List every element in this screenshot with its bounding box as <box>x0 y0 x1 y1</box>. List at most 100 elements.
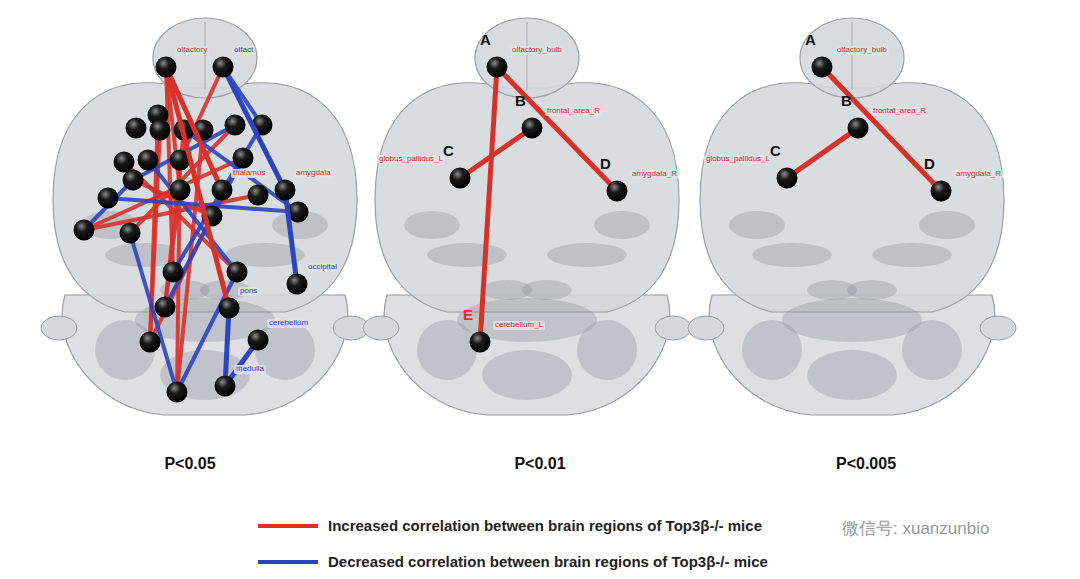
correlation-connector <box>481 78 497 331</box>
region-sphere <box>227 262 248 283</box>
tissue-shading <box>522 280 572 300</box>
region-sphere <box>486 56 508 78</box>
tissue-shading <box>847 280 897 300</box>
region-sphere <box>163 262 184 283</box>
correlation-line <box>84 158 243 230</box>
brain-region-node: Aolfactory_bulb <box>486 56 508 78</box>
correlation-connector <box>226 319 229 375</box>
legend-text: Decreased correlation between brain regi… <box>328 553 768 570</box>
region-sphere <box>247 329 269 351</box>
tissue-shading <box>417 320 477 380</box>
correlation-line <box>130 233 177 392</box>
tissue-shading <box>594 211 650 239</box>
legend-line-sample <box>256 557 320 567</box>
region-sphere <box>140 332 161 353</box>
correlation-line <box>177 272 237 392</box>
region-sphere <box>74 220 95 241</box>
region-sphere <box>286 273 308 295</box>
brain-region-node: Ecerebellum_L <box>469 331 491 353</box>
region-sphere <box>123 170 144 191</box>
brain-region-node: cerebellum <box>247 329 269 351</box>
olfactory-bulb-outline <box>475 18 579 98</box>
region-sphere <box>469 331 491 353</box>
region-name: amygdala_R <box>630 170 679 179</box>
tissue-shading <box>577 320 637 380</box>
olfactory-bulb-outline <box>800 18 904 98</box>
region-name: frontal_area_R <box>545 107 602 116</box>
tissue-shading <box>482 350 572 400</box>
legend-row: Decreased correlation between brain regi… <box>256 553 768 570</box>
region-name: globus_pallidus_L <box>377 155 445 164</box>
region-sphere <box>155 297 176 318</box>
tissue-shading <box>404 211 460 239</box>
brain-outline <box>41 18 369 415</box>
p-value-threshold: P<0.005 <box>836 455 896 473</box>
correlation-connector <box>796 134 849 171</box>
watermark: 微信号: xuanzunbio <box>842 517 989 540</box>
region-name: olfact <box>232 46 255 55</box>
legend-text: Increased correlation between brain regi… <box>328 517 762 534</box>
region-name: olfactory_bulb <box>835 46 889 55</box>
cerebrum-outline <box>53 83 357 312</box>
midline <box>205 22 206 90</box>
brain-region-node: Cglobus_pallidus_L <box>776 167 798 189</box>
flocculus <box>688 316 724 340</box>
legend-line-sample <box>256 521 320 531</box>
region-name: medulla <box>234 365 266 374</box>
region-sphere <box>155 56 177 78</box>
region-sphere <box>126 118 147 139</box>
flocculus <box>363 316 399 340</box>
brain-region-node: Bfrontal_area_R <box>847 117 869 139</box>
brain-region-node: thalamus <box>211 179 233 201</box>
p-value-threshold: P<0.05 <box>164 455 215 473</box>
tissue-shading <box>729 211 785 239</box>
region-name: globus_pallidus_L <box>704 155 772 164</box>
p-value-threshold: P<0.01 <box>514 455 565 473</box>
region-name: olfactory <box>175 46 209 55</box>
correlation-connector <box>469 134 523 171</box>
brain-region-node: Bfrontal_area_R <box>521 117 543 139</box>
node-letter: A <box>480 32 491 49</box>
brain-region-node: amygdala <box>274 179 296 201</box>
region-sphere <box>930 180 952 202</box>
flocculus <box>655 316 691 340</box>
region-sphere <box>150 120 171 141</box>
node-letter: D <box>600 156 611 173</box>
legend-row: Increased correlation between brain regi… <box>256 517 762 534</box>
hindbrain-outline <box>384 295 670 415</box>
region-sphere <box>233 148 254 169</box>
tissue-shading <box>427 243 507 267</box>
brain-region-node: occipital <box>286 273 308 295</box>
region-sphere <box>776 167 798 189</box>
tissue-shading <box>547 243 627 267</box>
region-sphere <box>521 117 543 139</box>
correlation-connector <box>286 201 295 273</box>
region-sphere <box>212 56 234 78</box>
node-letter: B <box>841 93 852 110</box>
tissue-shading <box>872 243 952 267</box>
tissue-shading <box>902 320 962 380</box>
region-name: occipital <box>306 263 339 272</box>
brain-region-node: olfactory <box>155 56 177 78</box>
region-sphere <box>606 180 628 202</box>
hindbrain-outline <box>709 295 995 415</box>
region-name: cerebellum <box>267 319 310 328</box>
region-name: olfactory_bulb <box>510 46 564 55</box>
node-letter: B <box>515 93 526 110</box>
correlation-connector <box>830 75 934 183</box>
region-name: pons <box>238 287 259 296</box>
region-sphere <box>214 375 236 397</box>
flocculus <box>41 316 77 340</box>
region-name: frontal_area_R <box>871 107 928 116</box>
node-letter: D <box>924 156 935 173</box>
hindbrain-outline <box>62 295 348 415</box>
correlation-tangle <box>74 67 309 403</box>
region-sphere <box>274 179 296 201</box>
brain-region-node: olfact <box>212 56 234 78</box>
region-name: thalamus <box>231 169 267 178</box>
region-sphere <box>811 56 833 78</box>
region-name: cerebellum_L <box>493 321 545 330</box>
